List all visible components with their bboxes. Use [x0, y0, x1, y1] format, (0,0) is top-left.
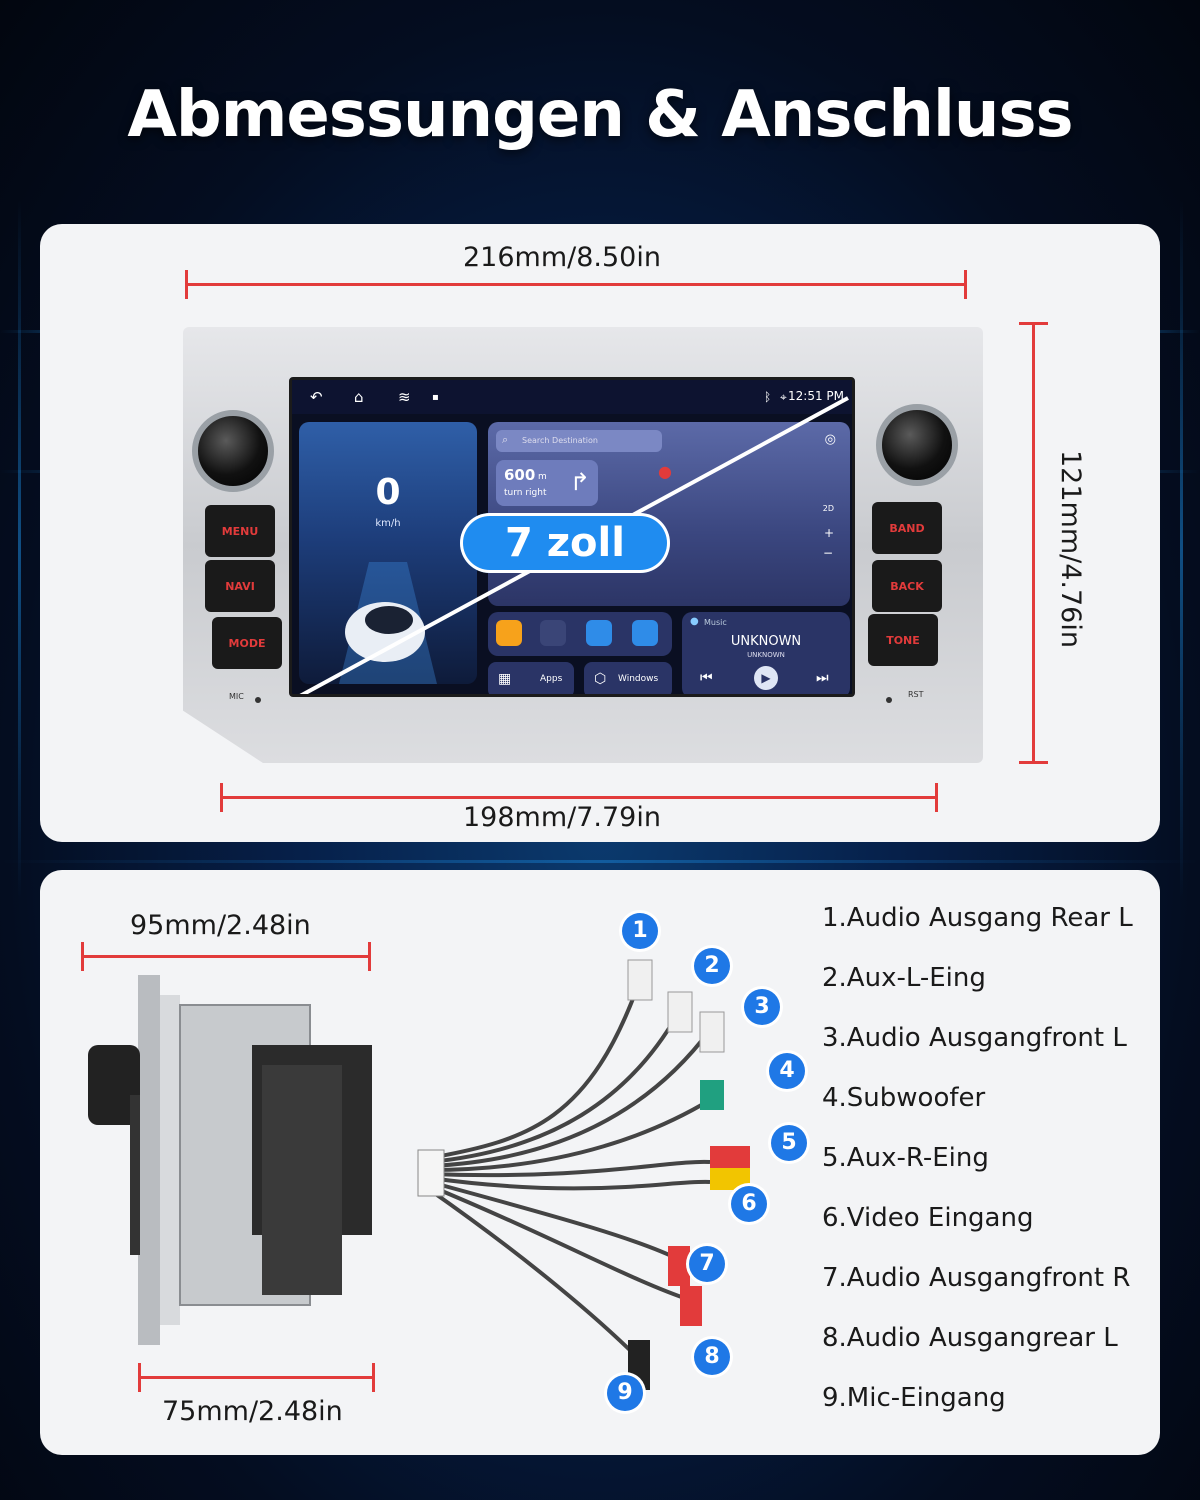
- turn-distance-unit: m: [538, 472, 547, 482]
- band-button[interactable]: BAND: [872, 502, 942, 554]
- search-icon: ⌕: [502, 433, 509, 446]
- turn-instruction: 600 m turn right ↱: [496, 460, 598, 506]
- back-icon[interactable]: ↶: [310, 388, 323, 406]
- connector-badge-9: 9: [607, 1375, 643, 1411]
- connector-badge-1: 1: [622, 913, 658, 949]
- clock: 12:51 PM: [788, 389, 844, 403]
- legend-item-5: 5.Aux-R-Eing: [822, 1143, 989, 1173]
- mic-hole: [255, 697, 261, 703]
- connector-badge-8: 8: [694, 1339, 730, 1375]
- location-icon: ⌖: [780, 390, 787, 404]
- legend-item-7: 7.Audio Ausgangfront R: [822, 1263, 1131, 1293]
- side-view-image: [88, 975, 372, 1345]
- left-volume-knob[interactable]: [192, 410, 274, 492]
- legend-item-8: 8.Audio Ausgangrear L: [822, 1323, 1118, 1353]
- turn-distance: 600: [504, 466, 536, 484]
- chassis-depth-label: 75mm/2.48in: [162, 1396, 343, 1427]
- legend-item-2: 2.Aux-L-Eing: [822, 963, 986, 993]
- music-widget[interactable]: ● Music UNKNOWN UNKNOWN ⏮ ▶ ⏭: [682, 612, 850, 694]
- mic-label: MIC: [229, 692, 244, 701]
- screen-icon: ▪: [432, 392, 439, 403]
- track-title: UNKNOWN: [730, 634, 802, 649]
- play-icon[interactable]: ▶: [754, 666, 778, 690]
- connector-badge-7: 7: [689, 1246, 725, 1282]
- menu-button[interactable]: MENU: [205, 505, 275, 557]
- music-app-small-icon: ●: [690, 616, 699, 627]
- front-width-line: [185, 270, 967, 299]
- front-height-label: 121mm/4.76in: [1055, 450, 1086, 648]
- map-mode-2d[interactable]: 2D: [822, 504, 834, 513]
- rst-label: RST: [908, 690, 924, 699]
- apps-windows-row: ▦ Apps ⬡ Windows: [488, 662, 672, 694]
- legend-item-3: 3.Audio Ausgangfront L: [822, 1023, 1127, 1053]
- connector-badge-5: 5: [771, 1125, 807, 1161]
- next-track-icon[interactable]: ⏭: [816, 670, 829, 686]
- legend-item-4: 4.Subwoofer: [822, 1083, 986, 1113]
- windows-button[interactable]: ⬡ Windows: [584, 662, 672, 694]
- screen-size-badge: 7 zoll: [460, 513, 670, 573]
- connector-badge-4: 4: [769, 1053, 805, 1089]
- front-height-line: [1019, 322, 1048, 764]
- speedometer-card[interactable]: 0 km/h: [299, 422, 477, 684]
- status-bar: ↶ ⌂ ≋ ▪ ᛒ ⌖ 12:51 PM: [292, 380, 852, 414]
- destination-pin-icon: ●: [658, 462, 672, 481]
- apps-grid-icon: ▦: [498, 671, 512, 687]
- turn-right-arrow-icon: ↱: [569, 468, 590, 496]
- legend-item-6: 6.Video Eingang: [822, 1203, 1034, 1233]
- back-button[interactable]: BACK: [872, 560, 942, 612]
- apps-label: Apps: [540, 674, 563, 684]
- windows-icon: ⬡: [594, 671, 607, 687]
- depth-line: [81, 942, 371, 971]
- wiring-harness-image: [417, 959, 750, 1390]
- track-artist: UNKNOWN: [747, 651, 785, 659]
- radio-app-icon[interactable]: [496, 620, 522, 646]
- settings-icon[interactable]: ◎: [824, 432, 836, 447]
- reset-hole[interactable]: [886, 697, 892, 703]
- page-title: Abmessungen & Anschluss: [127, 78, 1073, 152]
- mode-button[interactable]: MODE: [212, 617, 282, 669]
- legend-item-9: 9.Mic-Eingang: [822, 1383, 1006, 1413]
- bluetooth-icon: ᛒ: [764, 390, 772, 404]
- music-label: Music: [704, 618, 727, 627]
- connector-badge-6: 6: [731, 1186, 767, 1222]
- previous-track-icon[interactable]: ⏮: [700, 670, 713, 686]
- connector-badge-2: 2: [694, 948, 730, 984]
- music-app-icon[interactable]: [540, 620, 566, 646]
- home-icon[interactable]: ⌂: [354, 388, 364, 406]
- apps-button[interactable]: ▦ Apps: [488, 662, 574, 694]
- turn-text: turn right: [504, 488, 547, 498]
- search-destination-input[interactable]: Search Destination: [496, 430, 662, 452]
- frame-width-label: 198mm/7.79in: [463, 802, 661, 833]
- zoom-out-icon[interactable]: −: [822, 546, 833, 560]
- zoom-in-icon[interactable]: +: [823, 526, 834, 540]
- app-shortcut-bar: [488, 612, 672, 656]
- right-tuning-knob[interactable]: [876, 404, 958, 486]
- windows-label: Windows: [618, 674, 659, 684]
- tone-button[interactable]: TONE: [868, 614, 938, 666]
- depth-label: 95mm/2.48in: [130, 910, 311, 941]
- video-app-icon[interactable]: [586, 620, 612, 646]
- layers-icon[interactable]: ≋: [398, 388, 411, 406]
- navi-button[interactable]: NAVI: [205, 560, 275, 612]
- connector-badge-3: 3: [744, 989, 780, 1025]
- chassis-depth-line: [138, 1363, 375, 1392]
- gallery-app-icon[interactable]: [632, 620, 658, 646]
- frame-width-line: [220, 783, 938, 812]
- legend-item-1: 1.Audio Ausgang Rear L: [822, 903, 1133, 933]
- front-width-label: 216mm/8.50in: [463, 242, 661, 273]
- car-image: [339, 562, 437, 684]
